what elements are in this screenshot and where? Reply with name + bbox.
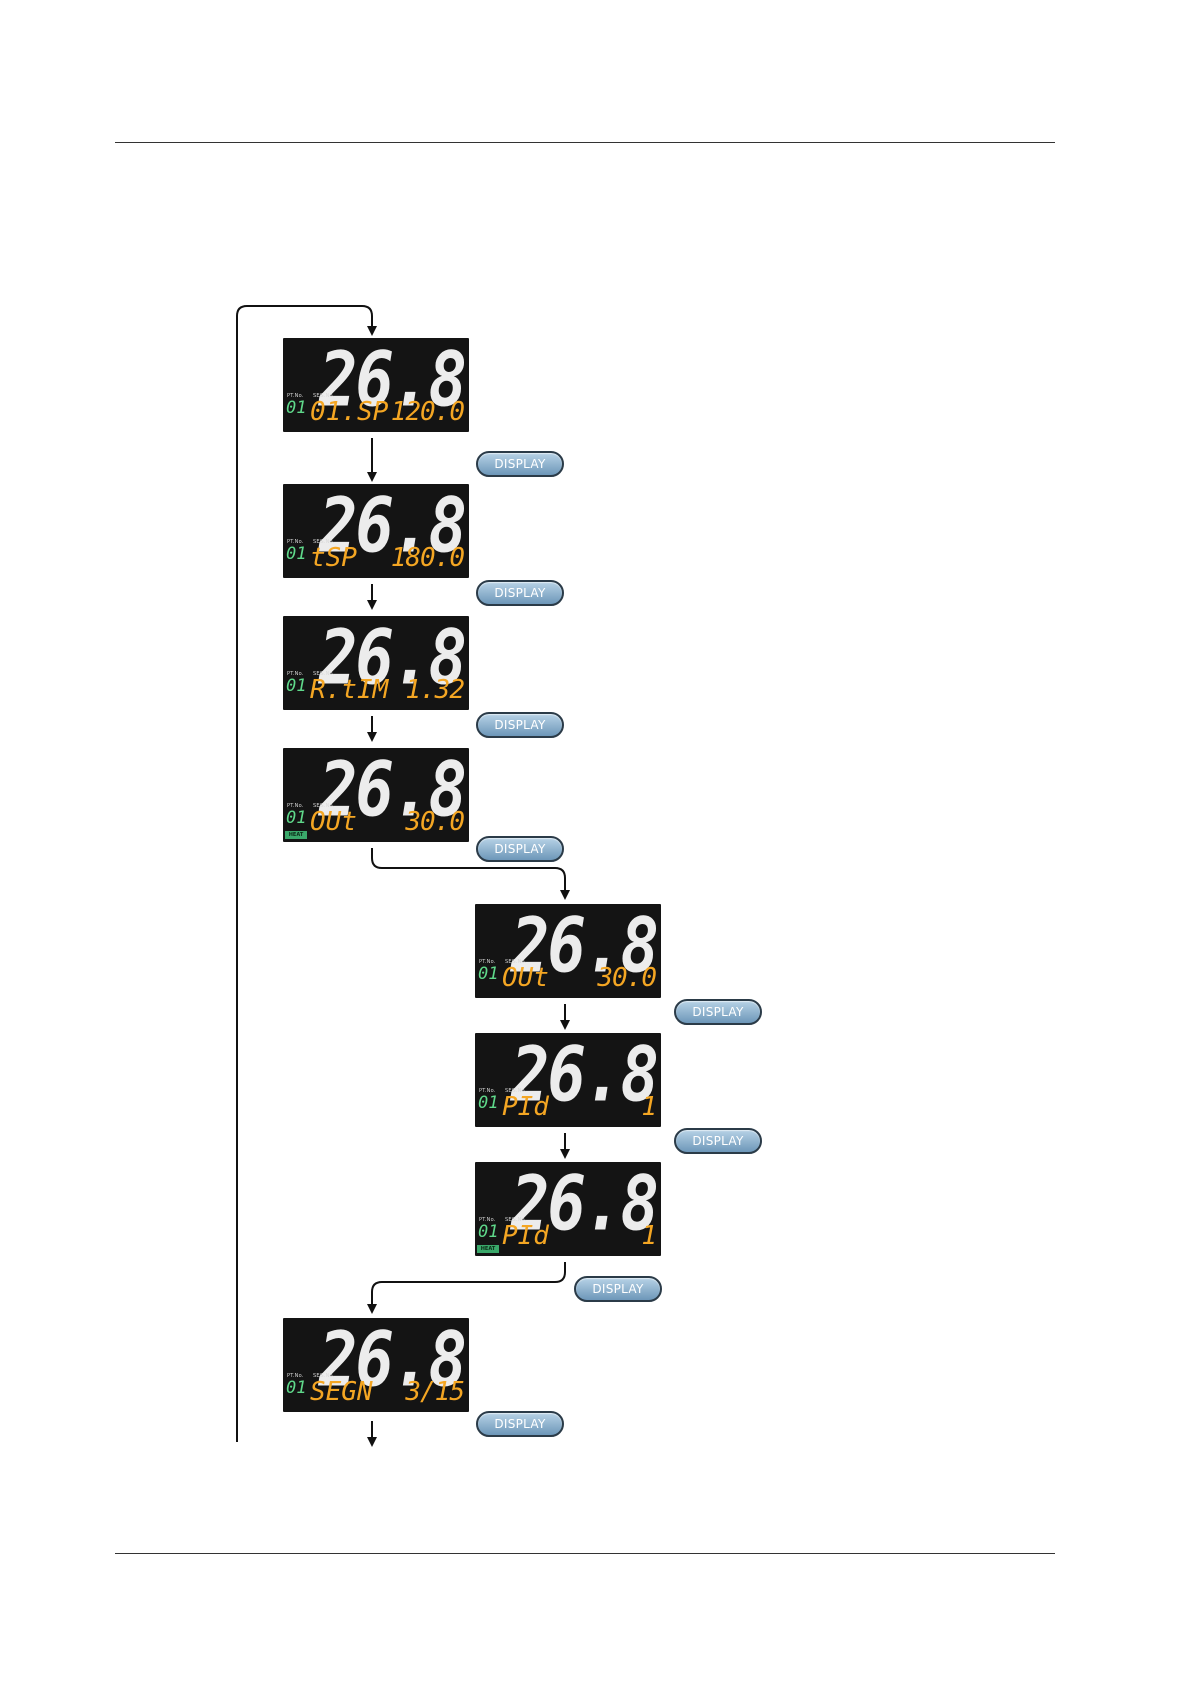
pattern-number: 01 — [286, 676, 307, 696]
lcd-screen: 26.8 PT.No. SEG.No. 01 R.tIM 1.32 — [283, 616, 469, 710]
parameter-value: 180.0 — [390, 543, 465, 573]
parameter-name: tSP — [310, 543, 357, 573]
arrow-branch-right — [371, 848, 570, 900]
display-button[interactable]: DISPLAY — [574, 1276, 662, 1302]
parameter-name: PId — [502, 1221, 549, 1251]
seg-no-label: SEG.No. — [313, 393, 335, 399]
pv-value: 26.8 — [318, 482, 467, 571]
parameter-name: PId — [502, 1092, 549, 1122]
lcd-screen: 26.8 PT.No. SEG.No. 01 OUt 30.0 — [475, 904, 661, 998]
lcd-screen: 26.8 PT.No. SEG.No. 01 01.SP 120.0 — [283, 338, 469, 432]
bottom-rule — [115, 1553, 1055, 1554]
pt-no-label: PT.No. — [479, 959, 496, 965]
seg-no-label: SEG.No. — [505, 959, 527, 965]
lcd-screen: 26.8 PT.No. SEG.No. 01 tSP 180.0 — [283, 484, 469, 578]
pv-value: 26.8 — [318, 614, 467, 703]
parameter-value: 1.32 — [405, 675, 465, 705]
seg-no-label: SEG.No. — [505, 1217, 527, 1223]
parameter-name: OUt — [502, 963, 549, 993]
pattern-number: 01 — [478, 964, 499, 984]
pv-value: 26.8 — [318, 336, 467, 425]
pattern-number: 01 — [286, 808, 307, 828]
pv-value: 26.8 — [510, 1160, 659, 1249]
display-button[interactable]: DISPLAY — [476, 1411, 564, 1437]
pattern-number: 01 — [478, 1222, 499, 1242]
seg-no-label: SEG.No. — [313, 803, 335, 809]
parameter-name: OUt — [310, 807, 357, 837]
pt-no-label: PT.No. — [479, 1088, 496, 1094]
pv-value: 26.8 — [318, 1316, 467, 1405]
parameter-value: 120.0 — [390, 397, 465, 427]
loop-back-line — [236, 305, 377, 1442]
lcd-screen: 26.8 PT.No. SEG.No. 01 SEGN 3/15 — [283, 1318, 469, 1412]
pt-no-label: PT.No. — [479, 1217, 496, 1223]
pattern-number: 01 — [286, 398, 307, 418]
parameter-name: R.tIM — [310, 675, 389, 705]
pt-no-label: PT.No. — [287, 803, 304, 809]
seg-no-label: SEG.No. — [505, 1088, 527, 1094]
seg-no-label: SEG.No. — [313, 671, 335, 677]
pt-no-label: PT.No. — [287, 671, 304, 677]
parameter-value: 30.0 — [597, 963, 657, 993]
lcd-screen: 26.8 PT.No. SEG.No. 01 OUt 30.0 HEAT — [283, 748, 469, 842]
parameter-name: 01.SP — [310, 397, 389, 427]
lcd-screen: 26.8 PT.No. SEG.No. 01 PId 1 — [475, 1033, 661, 1127]
display-button[interactable]: DISPLAY — [476, 712, 564, 738]
display-button[interactable]: DISPLAY — [476, 580, 564, 606]
parameter-name: SEGN — [310, 1377, 373, 1407]
parameter-value: 1 — [641, 1221, 657, 1251]
parameter-value: 1 — [641, 1092, 657, 1122]
lcd-screen: 26.8 PT.No. SEG.No. 01 PId 1 HEAT — [475, 1162, 661, 1256]
parameter-value: 30.0 — [405, 807, 465, 837]
pattern-number: 01 — [286, 544, 307, 564]
output-tag: HEAT — [477, 1245, 499, 1253]
display-button[interactable]: DISPLAY — [476, 451, 564, 477]
pt-no-label: PT.No. — [287, 393, 304, 399]
pv-value: 26.8 — [318, 746, 467, 835]
display-button[interactable]: DISPLAY — [674, 999, 762, 1025]
display-button[interactable]: DISPLAY — [476, 836, 564, 862]
parameter-value: 3/15 — [405, 1377, 465, 1407]
pt-no-label: PT.No. — [287, 1373, 304, 1379]
pv-value: 26.8 — [510, 902, 659, 991]
top-rule — [115, 142, 1055, 143]
display-button[interactable]: DISPLAY — [674, 1128, 762, 1154]
seg-no-label: SEG.No. — [313, 1373, 335, 1379]
pv-value: 26.8 — [510, 1031, 659, 1120]
pt-no-label: PT.No. — [287, 539, 304, 545]
pattern-number: 01 — [478, 1093, 499, 1113]
output-tag: HEAT — [285, 831, 307, 839]
seg-no-label: SEG.No. — [313, 539, 335, 545]
pattern-number: 01 — [286, 1378, 307, 1398]
arrow-branch-left — [367, 1262, 566, 1314]
